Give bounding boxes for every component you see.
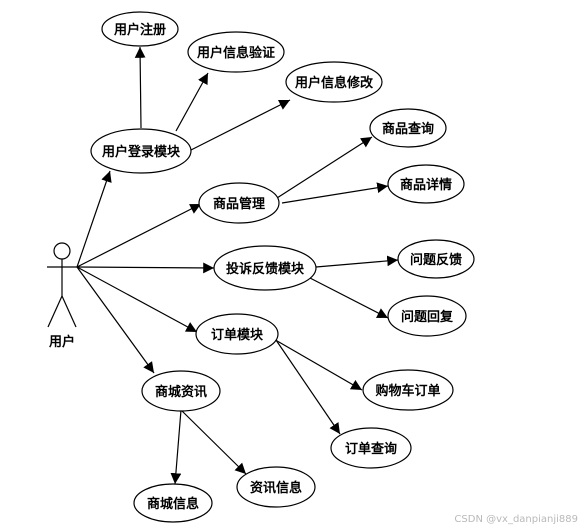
label-mall-info: 商城信息: [147, 496, 199, 512]
node-login: [90, 128, 192, 174]
edge-actor-news: [76, 266, 155, 374]
node-modify: [285, 61, 383, 103]
connectors: [76, 46, 399, 485]
label-cart-order: 购物车订单: [375, 383, 440, 399]
edge-order-cart: [271, 337, 363, 391]
node-mall-info: [133, 483, 213, 523]
node-issue-reply: [387, 295, 467, 337]
watermark: CSDN @vx_danpianji889: [454, 514, 578, 525]
label-goods-query: 商品查询: [382, 121, 434, 137]
edge-news-newsinfo: [180, 409, 247, 475]
node-goods-detail: [387, 164, 465, 204]
node-cart-order: [362, 369, 454, 411]
label-complaint: 投诉反馈模块: [226, 261, 305, 277]
label-news-info: 资讯信息: [250, 480, 302, 496]
edge-complaint-feedback: [315, 255, 399, 268]
label-register: 用户注册: [113, 22, 166, 38]
label-modify: 用户信息修改: [294, 75, 374, 91]
node-news: [141, 370, 221, 412]
edge-news-mallinfo: [170, 409, 182, 485]
node-order-query: [330, 427, 412, 469]
label-issue-feedback: 问题反馈: [410, 252, 462, 268]
edge-order-query: [275, 339, 341, 435]
node-labels: 用户注册 用户信息验证 用户信息修改 用户登录模块 商品管理 商品查询 商品详情…: [101, 22, 462, 512]
edge-actor-order: [76, 266, 198, 333]
edge-login-register: [134, 46, 146, 129]
label-verify: 用户信息验证: [196, 45, 275, 61]
edge-actor-login: [76, 170, 112, 268]
edge-actor-complaint: [76, 262, 215, 274]
actor-label: 用户: [48, 334, 75, 350]
node-order: [195, 313, 279, 355]
edge-complaint-reply: [309, 277, 389, 319]
node-news-info: [236, 466, 316, 508]
edge-goods-detail: [281, 182, 389, 204]
node-goods-query: [369, 108, 447, 148]
edge-login-modify: [190, 99, 291, 151]
edge-login-verify: [175, 72, 209, 132]
edge-goods-query: [276, 136, 373, 199]
label-order-query: 订单查询: [345, 441, 397, 457]
label-order: 订单模块: [211, 327, 264, 343]
label-goods-detail: 商品详情: [400, 177, 452, 193]
node-verify: [187, 31, 285, 73]
node-register: [101, 11, 179, 47]
label-goods-manage: 商品管理: [213, 196, 265, 212]
node-issue-feedback: [397, 239, 475, 279]
use-case-nodes: [90, 11, 475, 523]
edge-actor-goods: [76, 203, 202, 268]
actor-leg-left: [47, 295, 63, 328]
node-complaint: [213, 245, 317, 291]
actor-leg-right: [61, 295, 77, 328]
label-issue-reply: 问题回复: [401, 309, 454, 325]
actor-user: [47, 242, 78, 328]
label-news: 商城资讯: [155, 384, 207, 400]
node-goods-manage: [198, 182, 280, 224]
actor-head: [53, 242, 71, 260]
label-login: 用户登录模块: [101, 144, 181, 160]
